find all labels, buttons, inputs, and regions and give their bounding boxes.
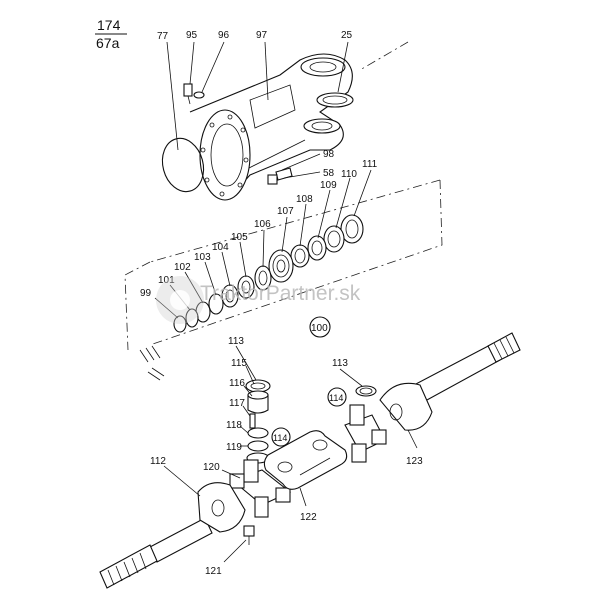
callout-120: 120 (203, 462, 220, 473)
callout-113-right: 113 (332, 358, 348, 369)
callout-97: 97 (256, 30, 268, 41)
ring-101 (185, 308, 199, 328)
o-ring-77 (161, 137, 205, 193)
housing-top-boss (300, 57, 346, 77)
callout-105: 105 (231, 232, 248, 243)
callout-100: 100 (311, 323, 328, 334)
callout-117: 117 (229, 398, 245, 409)
callout-95: 95 (186, 30, 198, 41)
callout-103: 103 (194, 252, 211, 263)
callout-122: 122 (300, 512, 317, 523)
watermark-text: TraktorPartner.sk (200, 282, 361, 305)
grease-nipple-121 (243, 525, 255, 545)
bearing-cup-116 (247, 394, 269, 414)
hatch-marks (139, 345, 165, 381)
cap-113-right (355, 385, 377, 397)
page-number-bottom: 67a (96, 35, 120, 51)
axle-housing (189, 53, 353, 201)
callout-101: 101 (158, 275, 175, 286)
shaft-112 (99, 482, 246, 589)
ring-99 (173, 315, 187, 333)
frame-lines (124, 41, 443, 351)
group-marker-114-right (327, 387, 347, 407)
callout-114-left: 114 (273, 433, 287, 443)
group-marker-114-left (271, 427, 291, 447)
callout-121: 121 (205, 566, 222, 577)
callout-104: 104 (212, 242, 229, 253)
ring-119 (247, 440, 269, 452)
callout-99: 99 (140, 288, 152, 299)
center-link-122 (263, 430, 348, 490)
callout-113-left: 113 (228, 336, 244, 347)
callout-96: 96 (218, 30, 230, 41)
washer-96 (193, 91, 205, 99)
callout-102: 102 (174, 262, 191, 273)
gear-logo-icon (156, 276, 204, 324)
callout-108: 108 (296, 194, 313, 205)
callout-98: 98 (323, 149, 335, 160)
callout-107: 107 (277, 206, 294, 217)
callout-106: 106 (254, 219, 271, 230)
cap-113 (245, 379, 271, 393)
cross-spider-right (344, 404, 387, 463)
plug-98 (267, 167, 293, 185)
cross-spider-left (229, 459, 292, 518)
callout-114-right: 114 (329, 393, 343, 403)
callout-110: 110 (341, 169, 357, 180)
callout-109: 109 (320, 180, 337, 191)
seal-ring-25 (316, 92, 354, 108)
callout-77: 77 (157, 31, 169, 42)
ring-108 (290, 244, 310, 268)
callout-25: 25 (341, 30, 353, 41)
watermark: TraktorPartner.sk (156, 276, 361, 324)
page-number-top: 174 (97, 17, 121, 33)
bearing-stack (173, 214, 364, 333)
callout-58: 58 (323, 168, 335, 179)
bolt-95 (183, 83, 193, 105)
needle-117 (249, 413, 256, 429)
callout-111: 111 (362, 159, 378, 170)
callout-116: 116 (229, 378, 245, 389)
callout-123: 123 (406, 456, 423, 467)
group-marker-100 (309, 316, 331, 338)
bearing-107 (268, 249, 294, 283)
ring-109 (307, 235, 327, 261)
housing-bottom-boss (303, 118, 341, 134)
callout-119: 119 (226, 442, 242, 453)
callout-112: 112 (150, 456, 166, 467)
housing-flange (199, 109, 251, 201)
shaft-123 (379, 332, 521, 431)
callout-115: 115 (231, 358, 247, 369)
callout-118: 118 (226, 420, 242, 431)
ring-118 (247, 427, 269, 439)
ring-110 (323, 225, 345, 253)
callout-labels: 77 95 96 97 25 98 58 111 110 109 108 107… (140, 30, 423, 577)
